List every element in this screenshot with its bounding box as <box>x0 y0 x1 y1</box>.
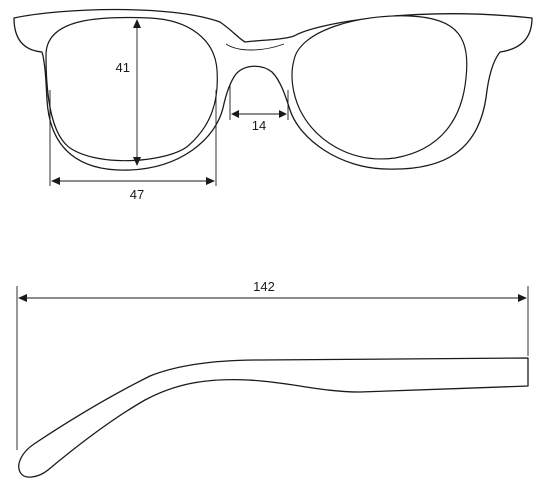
arrow-right-icon <box>206 177 215 185</box>
right-lens <box>291 15 468 160</box>
arrow-up-icon <box>133 19 141 28</box>
temple-side-view <box>18 357 529 478</box>
arrow-down-icon <box>133 157 141 166</box>
bridge-width-label: 14 <box>252 118 266 133</box>
bridge-detail <box>225 43 285 51</box>
temple-arm <box>18 357 529 478</box>
arrow-left-icon <box>231 110 239 118</box>
glasses-front-view <box>13 8 533 171</box>
temple-length-dimension: 142 <box>16 279 529 450</box>
arrow-right-icon <box>518 294 527 302</box>
lens-height-dimension: 41 <box>116 19 141 166</box>
lens-width-label: 47 <box>130 187 144 202</box>
arrow-left-icon <box>51 177 60 185</box>
temple-length-label: 142 <box>253 279 275 294</box>
arrow-left-icon <box>18 294 27 302</box>
lens-height-label: 41 <box>116 60 130 75</box>
lens-width-dimension: 47 <box>49 90 217 202</box>
arrow-right-icon <box>279 110 287 118</box>
left-lens <box>45 16 218 162</box>
bridge-width-dimension: 14 <box>229 84 289 133</box>
